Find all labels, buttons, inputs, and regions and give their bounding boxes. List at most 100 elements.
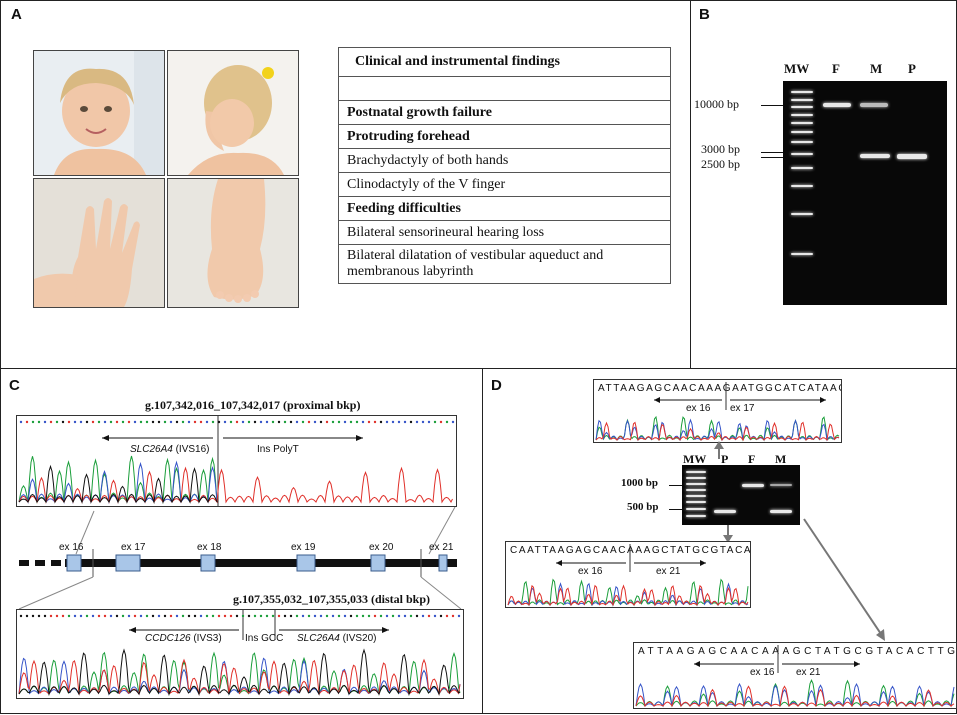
distal-trace-svg [18,610,461,696]
base-call-dot [205,614,209,618]
exon-18-box [200,554,216,572]
base-call-dot [169,420,173,424]
base-call-dot [343,614,347,618]
exon-17-label: ex 17 [121,542,146,553]
base-call-dot [175,420,179,424]
seq-bottom-left: ex 16 [750,667,775,678]
base-call-dot [451,614,455,618]
base-call-dot [85,614,89,618]
gel-b-image [783,81,947,305]
seq-bottom-svg [635,645,955,708]
finding-item: Clinodactyly of the V finger [338,172,671,197]
base-call-dot [379,614,383,618]
finding-item: Feeding difficulties [338,196,671,221]
base-call-dot [265,614,269,618]
base-call-dot [49,614,53,618]
base-call-dot [289,614,293,618]
base-call-dot [121,614,125,618]
seq-bottom-box: ATTAAGAGCAACAAAGCTATGCGTACACTTGCAT ex 16… [633,642,957,709]
base-call-dot [73,420,77,424]
base-call-dot [61,420,65,424]
base-call-dot [241,420,245,424]
seq-top-text: ATTAAGAGCAACAAAGAATGGCATCATAAGTGATGCT [598,383,841,394]
panel-a-label: A [11,6,22,23]
seq-top-box: ATTAAGAGCAACAAAGAATGGCATCATAAGTGATGCT ex… [593,379,842,443]
base-call-dot [277,614,281,618]
gel-d-size-1000: 1000 bp [621,477,658,489]
gene-diagram [18,506,462,610]
distal-right-gene: SLC26A4 [297,633,340,644]
base-call-dot [79,614,83,618]
base-call-dot [253,420,257,424]
proximal-bkp-title: g.107,342,016_107,342,017 (proximal bkp) [145,398,361,412]
gel-d-ladder-band [686,483,706,485]
base-call-dot [49,420,53,424]
base-call-dot [337,420,341,424]
gel-b-ladder-band [791,185,813,187]
proximal-left-label: SLC26A4 (IVS16) [130,444,210,455]
panel-b: B MW F M P 10000 bp 3000 bp 2500 bp [690,0,957,369]
base-call-dot [295,614,299,618]
base-call-dot [133,420,137,424]
base-call-dot [271,614,275,618]
base-call-dot [319,420,323,424]
gel-d-band-f-1000 [742,484,764,487]
base-call-dot [349,614,353,618]
finding-item: Protruding forehead [338,124,671,149]
base-call-dot [325,420,329,424]
base-call-dot [205,420,209,424]
exon-19-box [296,554,316,572]
base-call-dot [31,420,35,424]
base-call-dot [55,614,59,618]
gel-d-lane-m: M [775,452,787,466]
base-call-dot [19,420,23,424]
gel-d-ladder-band [686,477,706,479]
base-call-dot [157,614,161,618]
gel-b-band-m-10000 [860,103,888,107]
base-call-dot [271,420,275,424]
findings-row [338,76,671,101]
base-call-dot [31,614,35,618]
panel-c-label: C [9,377,20,394]
exon-16-box [66,554,82,572]
base-call-dot [229,614,233,618]
base-call-dot [115,420,119,424]
base-call-dot [313,420,317,424]
base-call-dot [319,614,323,618]
base-call-dot [373,420,377,424]
base-call-dot [421,614,425,618]
base-call-dot [355,614,359,618]
findings-row: Postnatal growth failure [338,100,671,125]
distal-right-label: SLC26A4 (IVS20) [297,633,377,644]
gel-b-ladder-band [791,167,813,169]
gel-b-ladder-band [791,153,813,155]
gel-d-ladder-band [686,495,706,497]
gel-d-ladder-band [686,515,706,517]
base-call-dot [121,420,125,424]
gel-b-lane-p: P [908,61,916,76]
photo-foot-image [168,179,298,307]
panel-d-connectors [714,441,885,641]
findings-table: Clinical and instrumental findings Postn… [338,47,671,284]
base-call-dot [421,420,425,424]
base-call-dot [439,420,443,424]
base-call-dot [151,420,155,424]
gel-b-ladder-band [791,91,813,93]
base-call-dot [367,614,371,618]
gel-b-marker-2500 [761,157,783,158]
base-call-dot [397,614,401,618]
gel-b-ladder-band [791,106,813,108]
base-call-dot [385,420,389,424]
photo-foot [167,178,299,308]
base-call-dot [373,614,377,618]
base-call-dot [127,614,131,618]
base-call-dot [403,420,407,424]
base-call-dot [391,420,395,424]
base-call-dot [301,614,305,618]
gel-b-marker-3000 [761,152,783,153]
findings-row: Protruding forehead [338,124,671,149]
base-call-dot [67,614,71,618]
panel-d-label: D [491,377,502,394]
base-call-dot [457,614,461,618]
base-call-dot [355,420,359,424]
